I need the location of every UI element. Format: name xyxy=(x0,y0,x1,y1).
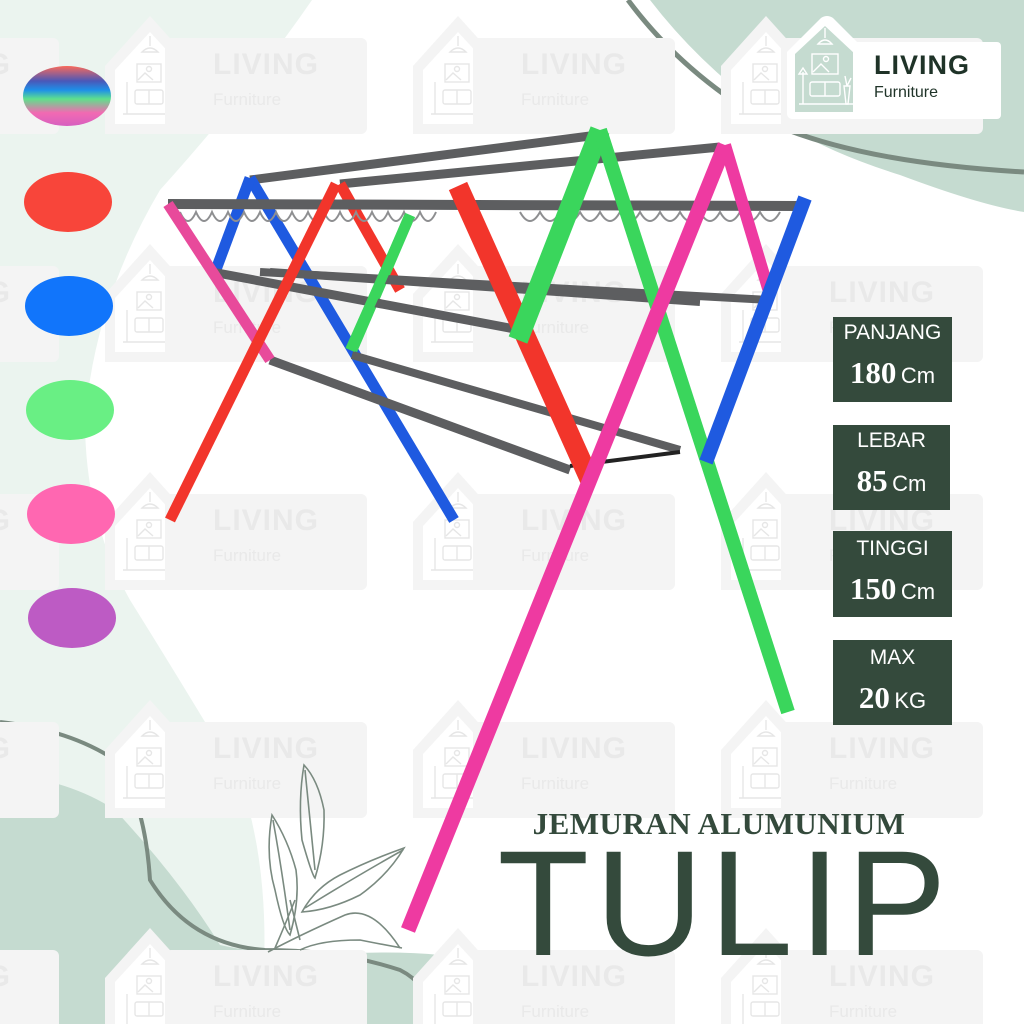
watermark-title: LIVING xyxy=(213,48,320,81)
bottom-left-curve-line xyxy=(0,720,440,1024)
spec-value: 180 Cm xyxy=(849,355,936,390)
watermark-title: LIVING xyxy=(521,732,628,765)
watermark-title: LIVING xyxy=(0,504,11,538)
watermark-subtitle: Furniture xyxy=(521,774,590,793)
spec-value: 20 KG xyxy=(858,680,927,715)
watermark-title: LIVING xyxy=(0,276,11,310)
swatch-purple[interactable] xyxy=(28,588,116,648)
watermark-title: LIVING xyxy=(213,732,320,765)
swatch-pink[interactable] xyxy=(27,484,115,544)
watermark-title: LIVING xyxy=(0,960,11,994)
spec-max-load: MAX 20 KG xyxy=(833,640,952,725)
watermark-plate xyxy=(165,950,367,1024)
logo-plate xyxy=(853,42,1001,119)
watermark-tile: LIVING Furniture xyxy=(413,928,675,1024)
watermark-plate xyxy=(165,494,367,590)
watermark-subtitle: Furniture xyxy=(521,1002,590,1021)
watermark-plate xyxy=(0,722,59,818)
watermark-tile: LIVING Furniture xyxy=(105,700,367,818)
watermark-tile: LIVING Furniture xyxy=(413,16,675,134)
watermark-plate xyxy=(473,38,675,134)
watermark-title: LIVING xyxy=(829,960,936,993)
spec-value: 150 Cm xyxy=(849,571,936,606)
watermark-title: LIVING xyxy=(213,504,320,537)
brand-subtitle: Furniture xyxy=(874,84,939,101)
watermark-tile: LIVING Furniture xyxy=(105,16,367,134)
watermark-title: LIVING xyxy=(521,48,628,81)
spec-label: LEBAR xyxy=(857,429,926,452)
swatch-blue[interactable] xyxy=(25,276,113,336)
watermark-subtitle: Furniture xyxy=(213,774,282,793)
watermark-tile: LIVING Furniture xyxy=(721,928,983,1024)
watermark-plate xyxy=(473,950,675,1024)
watermark-subtitle: Furniture xyxy=(521,90,590,109)
watermark-subtitle: Furniture xyxy=(213,1002,282,1021)
watermark-title: LIVING xyxy=(829,732,936,765)
watermark-subtitle: Furniture xyxy=(213,90,282,109)
swatch-rainbow[interactable] xyxy=(23,66,111,126)
brand-title: LIVING xyxy=(874,50,971,80)
watermark-plate xyxy=(165,722,367,818)
watermark-subtitle: Furniture xyxy=(829,774,898,793)
watermark-subtitle: Furniture xyxy=(829,1002,898,1021)
watermark-tile: LIVING Furniture xyxy=(105,472,367,590)
spec-label: MAX xyxy=(869,646,916,669)
spec-label: PANJANG xyxy=(843,321,942,344)
swatch-green[interactable] xyxy=(26,380,114,440)
watermark-title: LIVING xyxy=(0,48,11,82)
spec-height: TINGGI 150 Cm xyxy=(833,531,952,617)
watermark-tile: LIVING Furniture xyxy=(105,928,367,1024)
watermark-title: LIVING xyxy=(213,960,320,993)
watermark-tile: LIVING Furniture xyxy=(721,700,983,818)
watermark-plate xyxy=(0,950,59,1024)
left-mint-panel xyxy=(0,0,312,1024)
watermark-subtitle: Furniture xyxy=(521,318,590,337)
watermark-title: LIVING xyxy=(0,732,11,766)
watermark-plate xyxy=(781,950,983,1024)
logo-house-icon xyxy=(787,16,863,119)
watermark-subtitle: Furniture xyxy=(213,546,282,565)
watermark-title: LIVING xyxy=(521,960,628,993)
spec-value: 85 Cm xyxy=(856,463,927,498)
brand-logo xyxy=(783,14,1001,119)
spec-length: PANJANG 180 Cm xyxy=(833,317,952,402)
watermark-tile: LIVING Furniture xyxy=(413,700,675,818)
watermark-plate xyxy=(165,38,367,134)
spec-label: TINGGI xyxy=(856,537,929,560)
watermark-title: LIVING xyxy=(829,276,936,309)
product-name: TULIP xyxy=(497,819,953,987)
watermark-plate xyxy=(473,722,675,818)
spec-width: LEBAR 85 Cm xyxy=(833,425,950,510)
product-category: JEMURAN ALUMUNIUM xyxy=(532,806,906,841)
swatch-red[interactable] xyxy=(24,172,112,232)
watermark-plate xyxy=(781,722,983,818)
